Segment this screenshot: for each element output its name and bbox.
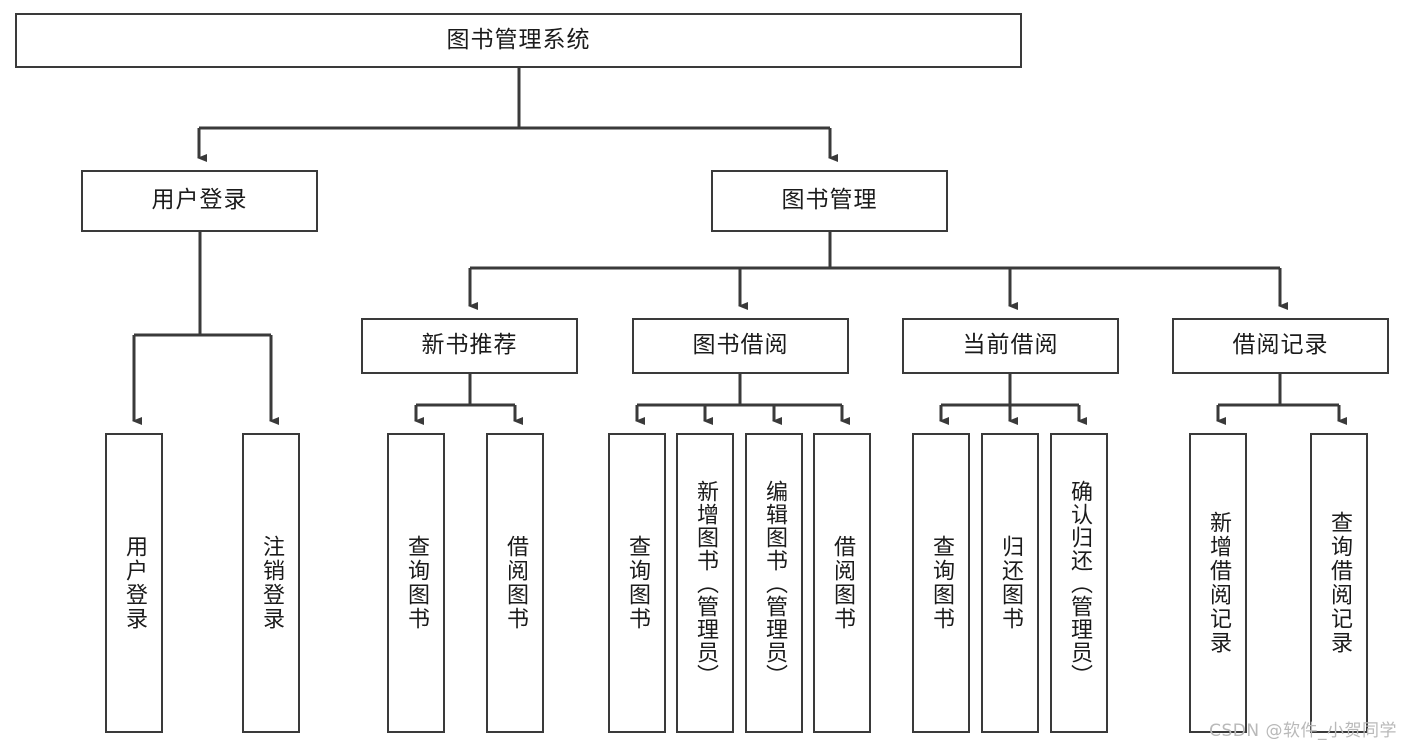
node-leaf-query-book-3-label: 查询图书 [928, 535, 954, 631]
node-leaf-borrow-book-1[interactable]: 借阅图书 [486, 433, 544, 733]
node-current-borrow-label: 当前借阅 [962, 332, 1059, 359]
node-root[interactable]: 图书管理系统 [15, 13, 1022, 68]
node-leaf-add-book-label: 新增图书（管理员） [692, 479, 718, 687]
node-leaf-add-book[interactable]: 新增图书（管理员） [676, 433, 734, 733]
node-current-borrow[interactable]: 当前借阅 [902, 318, 1119, 374]
node-book-borrow[interactable]: 图书借阅 [632, 318, 849, 374]
node-borrow-record-label: 借阅记录 [1232, 332, 1329, 359]
node-leaf-query-book-1-label: 查询图书 [403, 535, 429, 631]
node-user-login-label: 用户登录 [151, 187, 248, 214]
node-leaf-edit-book[interactable]: 编辑图书（管理员） [745, 433, 803, 733]
node-leaf-confirm-return-label: 确认归还（管理员） [1066, 479, 1092, 687]
node-root-label: 图书管理系统 [446, 26, 591, 53]
node-leaf-query-book-2-label: 查询图书 [624, 535, 650, 631]
node-leaf-add-record-label: 新增借阅记录 [1205, 511, 1231, 655]
node-leaf-query-record[interactable]: 查询借阅记录 [1310, 433, 1368, 733]
node-leaf-query-book-1[interactable]: 查询图书 [387, 433, 445, 733]
node-leaf-confirm-return[interactable]: 确认归还（管理员） [1050, 433, 1108, 733]
node-leaf-user-login-label: 用户登录 [121, 535, 147, 631]
node-book-manage[interactable]: 图书管理 [711, 170, 948, 232]
node-leaf-logout[interactable]: 注销登录 [242, 433, 300, 733]
watermark: CSDN @软件_小贺同学 [1209, 721, 1397, 741]
node-leaf-return-book[interactable]: 归还图书 [981, 433, 1039, 733]
node-leaf-add-record[interactable]: 新增借阅记录 [1189, 433, 1247, 733]
node-user-login[interactable]: 用户登录 [81, 170, 318, 232]
node-borrow-record[interactable]: 借阅记录 [1172, 318, 1389, 374]
node-leaf-borrow-book-1-label: 借阅图书 [502, 535, 528, 631]
node-leaf-user-login[interactable]: 用户登录 [105, 433, 163, 733]
node-new-book-rec[interactable]: 新书推荐 [361, 318, 578, 374]
node-leaf-borrow-book-2-label: 借阅图书 [829, 535, 855, 631]
node-leaf-edit-book-label: 编辑图书（管理员） [761, 479, 787, 687]
node-leaf-borrow-book-2[interactable]: 借阅图书 [813, 433, 871, 733]
node-leaf-logout-label: 注销登录 [258, 535, 284, 631]
node-leaf-query-record-label: 查询借阅记录 [1326, 511, 1352, 655]
node-leaf-return-book-label: 归还图书 [997, 535, 1023, 631]
node-book-manage-label: 图书管理 [781, 187, 878, 214]
node-leaf-query-book-3[interactable]: 查询图书 [912, 433, 970, 733]
node-book-borrow-label: 图书借阅 [692, 332, 789, 359]
node-new-book-rec-label: 新书推荐 [421, 332, 518, 359]
node-leaf-query-book-2[interactable]: 查询图书 [608, 433, 666, 733]
